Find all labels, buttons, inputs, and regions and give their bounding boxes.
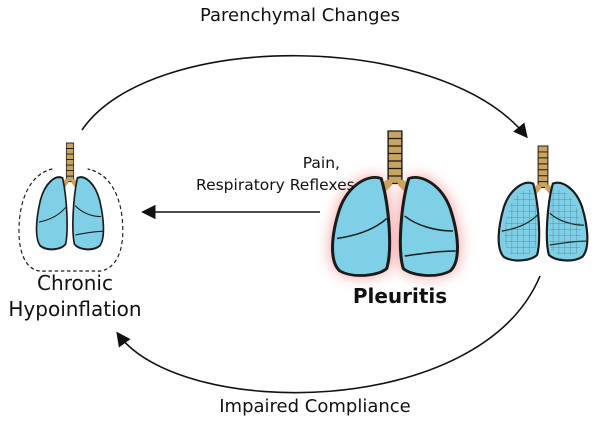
lungs-hypoinflated	[18, 143, 124, 272]
lungs-pleuritis	[333, 131, 458, 276]
label-chronic-hypoinflation: Chronic Hypoinflation	[0, 270, 150, 322]
label-impaired-compliance: Impaired Compliance	[219, 396, 411, 417]
label-pain-reflexes: Pain, Respiratory Reflexes	[196, 152, 355, 196]
label-chronic: Chronic	[37, 271, 113, 295]
label-parenchymal-changes: Parenchymal Changes	[199, 5, 401, 26]
lungs-parenchymal-changes	[499, 146, 588, 260]
label-pain: Pain,	[302, 154, 340, 172]
arrow-impaired-compliance	[116, 275, 541, 394]
label-respiratory-reflexes: Respiratory Reflexes	[196, 176, 355, 194]
arrow-parenchymal-changes	[81, 54, 528, 139]
label-hypoinflation: Hypoinflation	[8, 297, 142, 321]
label-pleuritis: Pleuritis	[352, 284, 448, 308]
